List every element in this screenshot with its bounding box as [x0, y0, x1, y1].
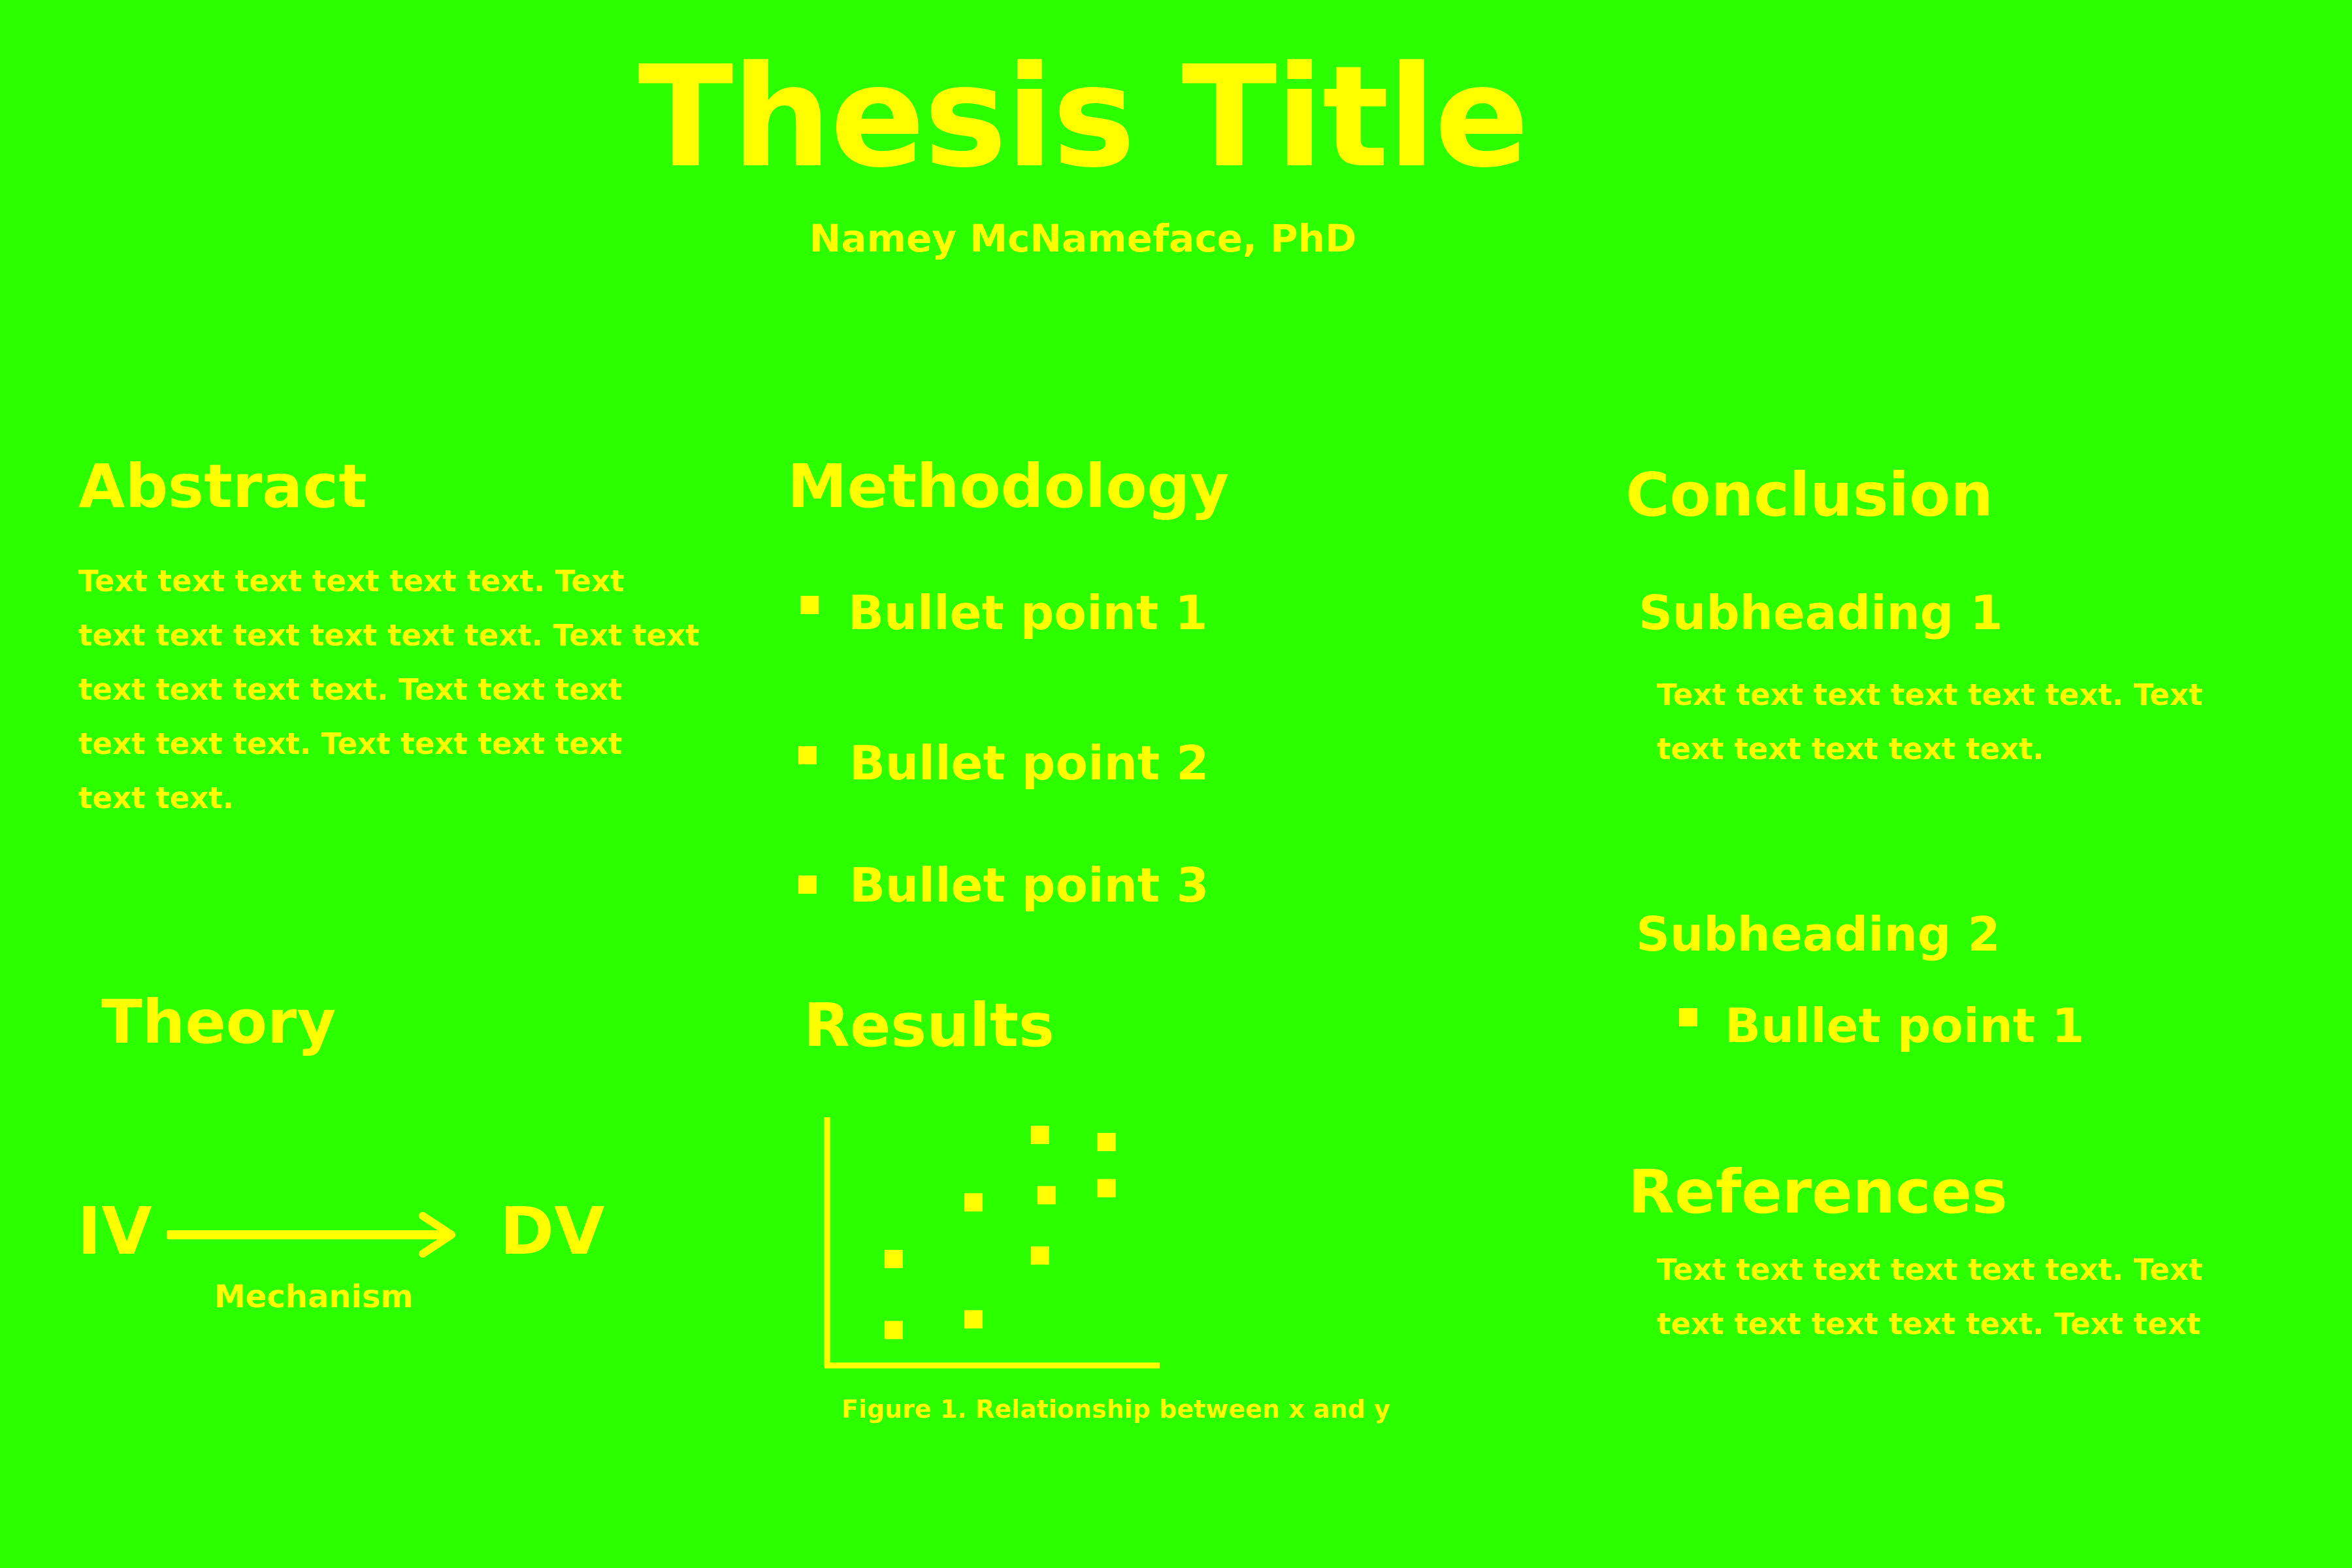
- abstract-body: Text text text text text text. Text text…: [78, 554, 700, 825]
- scatter-point-3: [964, 1310, 983, 1329]
- theory-heading: Theory: [101, 987, 336, 1057]
- scatter-point-1: [884, 1320, 903, 1339]
- abstract-line: text text text text text text. Text text: [78, 618, 700, 653]
- references-line: Text text text text text text. Text: [1657, 1252, 2203, 1287]
- conclusion-subheading-2: Subheading 2: [1636, 907, 2001, 962]
- abstract-heading: Abstract: [78, 451, 367, 521]
- methodology-bullet-2: Bullet point 2: [849, 736, 1209, 791]
- results-figure-caption: Figure 1. Relationship between x and y: [841, 1395, 1390, 1424]
- scatter-point-9: [1097, 1133, 1116, 1151]
- bullet-marker: [798, 746, 817, 764]
- abstract-line: text text text. Text text text text: [78, 727, 623, 761]
- conclusion-sub1-body: Text text text text text text. Text text…: [1657, 668, 2203, 776]
- abstract-line: text text.: [78, 781, 234, 815]
- scatter-point-7: [1030, 1126, 1049, 1145]
- author-name: Namey McNameface, PhD: [809, 216, 1357, 261]
- references-body: Text text text text text text. Text text…: [1657, 1243, 2203, 1351]
- mechanism-label: Mechanism: [214, 1279, 414, 1315]
- bullet-marker: [798, 875, 817, 894]
- bullet-marker: [800, 596, 819, 614]
- conclusion-subheading-1: Subheading 1: [1639, 585, 2003, 640]
- methodology-heading: Methodology: [787, 451, 1230, 521]
- dv-label: DV: [500, 1193, 605, 1269]
- references-heading: References: [1628, 1157, 2008, 1227]
- bullet-marker: [1679, 1008, 1697, 1026]
- scatter-point-5: [1030, 1246, 1049, 1265]
- page-title: Thesis Title: [638, 36, 1529, 199]
- scatter-point-2: [884, 1250, 903, 1269]
- conclusion-heading: Conclusion: [1625, 460, 1993, 530]
- conclusion-bullet-1: Bullet point 1: [1725, 998, 2085, 1053]
- scatter-point-8: [1097, 1179, 1116, 1198]
- references-line: text text text text text. Text text: [1657, 1307, 2201, 1341]
- methodology-bullet-1: Bullet point 1: [848, 585, 1208, 640]
- conclusion-sub1-line: Text text text text text text. Text: [1657, 678, 2203, 712]
- methodology-bullet-3: Bullet point 3: [849, 858, 1209, 913]
- results-heading: Results: [804, 990, 1054, 1060]
- conclusion-sub1-line: text text text text text.: [1657, 732, 2044, 766]
- results-scatter-chart: [824, 1117, 1160, 1369]
- scatter-point-4: [964, 1193, 983, 1212]
- abstract-line: text text text text. Text text text: [78, 672, 623, 707]
- arrow-icon: [167, 1212, 455, 1258]
- scatter-point-6: [1037, 1186, 1056, 1205]
- abstract-line: Text text text text text text. Text: [78, 564, 625, 598]
- iv-label: IV: [77, 1193, 152, 1269]
